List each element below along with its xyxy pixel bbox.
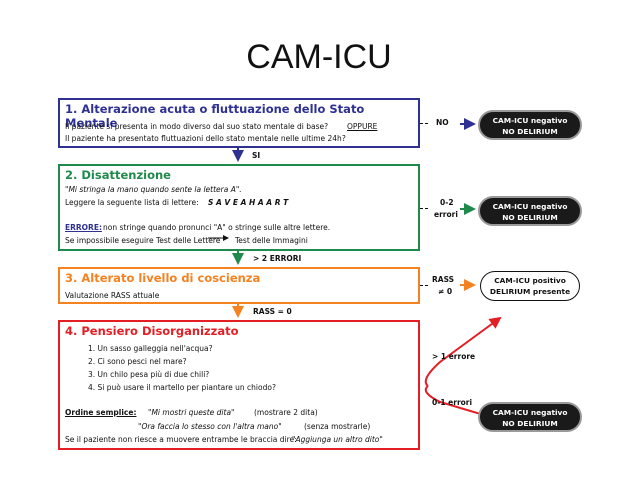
step4-q3: 3. Un chilo pesa più di due chili? [88,370,210,379]
step4-ordine2: "Ora faccia lo stesso con l'altra mano" [138,422,282,431]
step3-box: 3. Alterato livello di coscienza Valutaz… [58,267,420,304]
step3-line1: Valutazione RASS attuale [65,291,160,300]
outcome-neg-1: CAM-ICU negativo NO DELIRIUM [478,110,582,140]
step1-line1: Il paziente si presenta in modo diverso … [65,122,329,131]
dash-step3 [420,285,428,286]
dash-step1 [420,123,428,124]
label-rass-eq: RASS = 0 [253,307,292,316]
step2-title: 2. Disattenzione [65,168,171,182]
outcome-pos: CAM-ICU positivo DELIRIUM presente [480,271,580,301]
outcome-neg-2-line2: NO DELIRIUM [502,213,558,222]
label-rass-a: RASS [432,275,455,284]
arrow-errori-01 [424,385,496,421]
step2-line2-prefix: Leggere la seguente lista di lettere: [65,198,199,207]
label-errori-01: 0-1 errori [432,398,473,407]
outcome-neg-2: CAM-ICU negativo NO DELIRIUM [478,196,582,226]
label-gt1-errore: > 1 errore [432,352,476,361]
step1-line2: Il paziente ha presentato fluttuazioni d… [65,134,346,143]
outcome-neg-3: CAM-ICU negativo NO DELIRIUM [478,402,582,432]
label-no: NO [436,118,449,127]
step4-q2: 2. Ci sono pesci nel mare? [88,357,187,366]
step2-errore-text: non stringe quando pronunci "A" o string… [103,223,331,232]
step4-ordine-label: Ordine semplice: [65,408,137,417]
step3-title: 3. Alterato livello di coscienza [65,271,261,285]
step1-oppure: OPPURE [347,122,378,131]
step2-line4-right: Test delle Immagini [235,236,308,245]
step4-box: 4. Pensiero Disorganizzato 1. Un sasso g… [58,320,420,450]
slide-title: CAM-ICU [246,38,392,76]
outcome-neg-2-line1: CAM-ICU negativo [492,202,568,211]
step4-last-quote: "Aggiunga un altro dito" [292,435,383,444]
step4-ordine2-note: (senza mostrarle) [304,422,371,431]
outcome-neg-3-line1: CAM-ICU negativo [492,408,568,417]
step4-ordine1-note: (mostrare 2 dita) [254,408,318,417]
arrow-gt1-errore [424,316,502,387]
label-si: SI [252,151,261,160]
step4-ordine1: "Mi mostri queste dita" [148,408,235,417]
outcome-neg-1-line1: CAM-ICU negativo [492,116,568,125]
outcome-neg-3-line2: NO DELIRIUM [502,419,558,428]
label-rass-b: ≠ 0 [438,287,453,296]
step2-errore-label: ERRORE: [65,223,102,232]
outcome-pos-line1: CAM-ICU positivo [494,276,566,285]
step4-q4: 4. Si può usare il martello per piantare… [88,383,276,392]
step4-q1: 1. Un sasso galleggia nell'acqua? [88,344,213,353]
label-errori-02-b: errori [434,210,458,219]
step2-letters: S A V E A H A A R T [208,198,289,207]
label-gt2: > 2 ERRORI [253,254,302,263]
outcome-neg-1-line2: NO DELIRIUM [502,127,558,136]
step4-last-prefix: Se il paziente non riesce a muovere entr… [65,435,297,444]
step2-box: 2. Disattenzione "Mi stringa la mano qua… [58,164,420,251]
step1-box: 1. Alterazione acuta o fluttuazione dell… [58,98,420,148]
dash-step2 [420,208,428,209]
label-errori-02-a: 0-2 [440,198,454,207]
step2-line4-left: Se impossibile eseguire Test delle Lette… [65,236,221,245]
step2-line1: "Mi stringa la mano quando sente la lett… [65,185,242,194]
step1-title: 1. Alterazione acuta o fluttuazione dell… [65,102,365,130]
outcome-pos-line2: DELIRIUM presente [489,287,571,296]
step4-title: 4. Pensiero Disorganizzato [65,324,239,338]
